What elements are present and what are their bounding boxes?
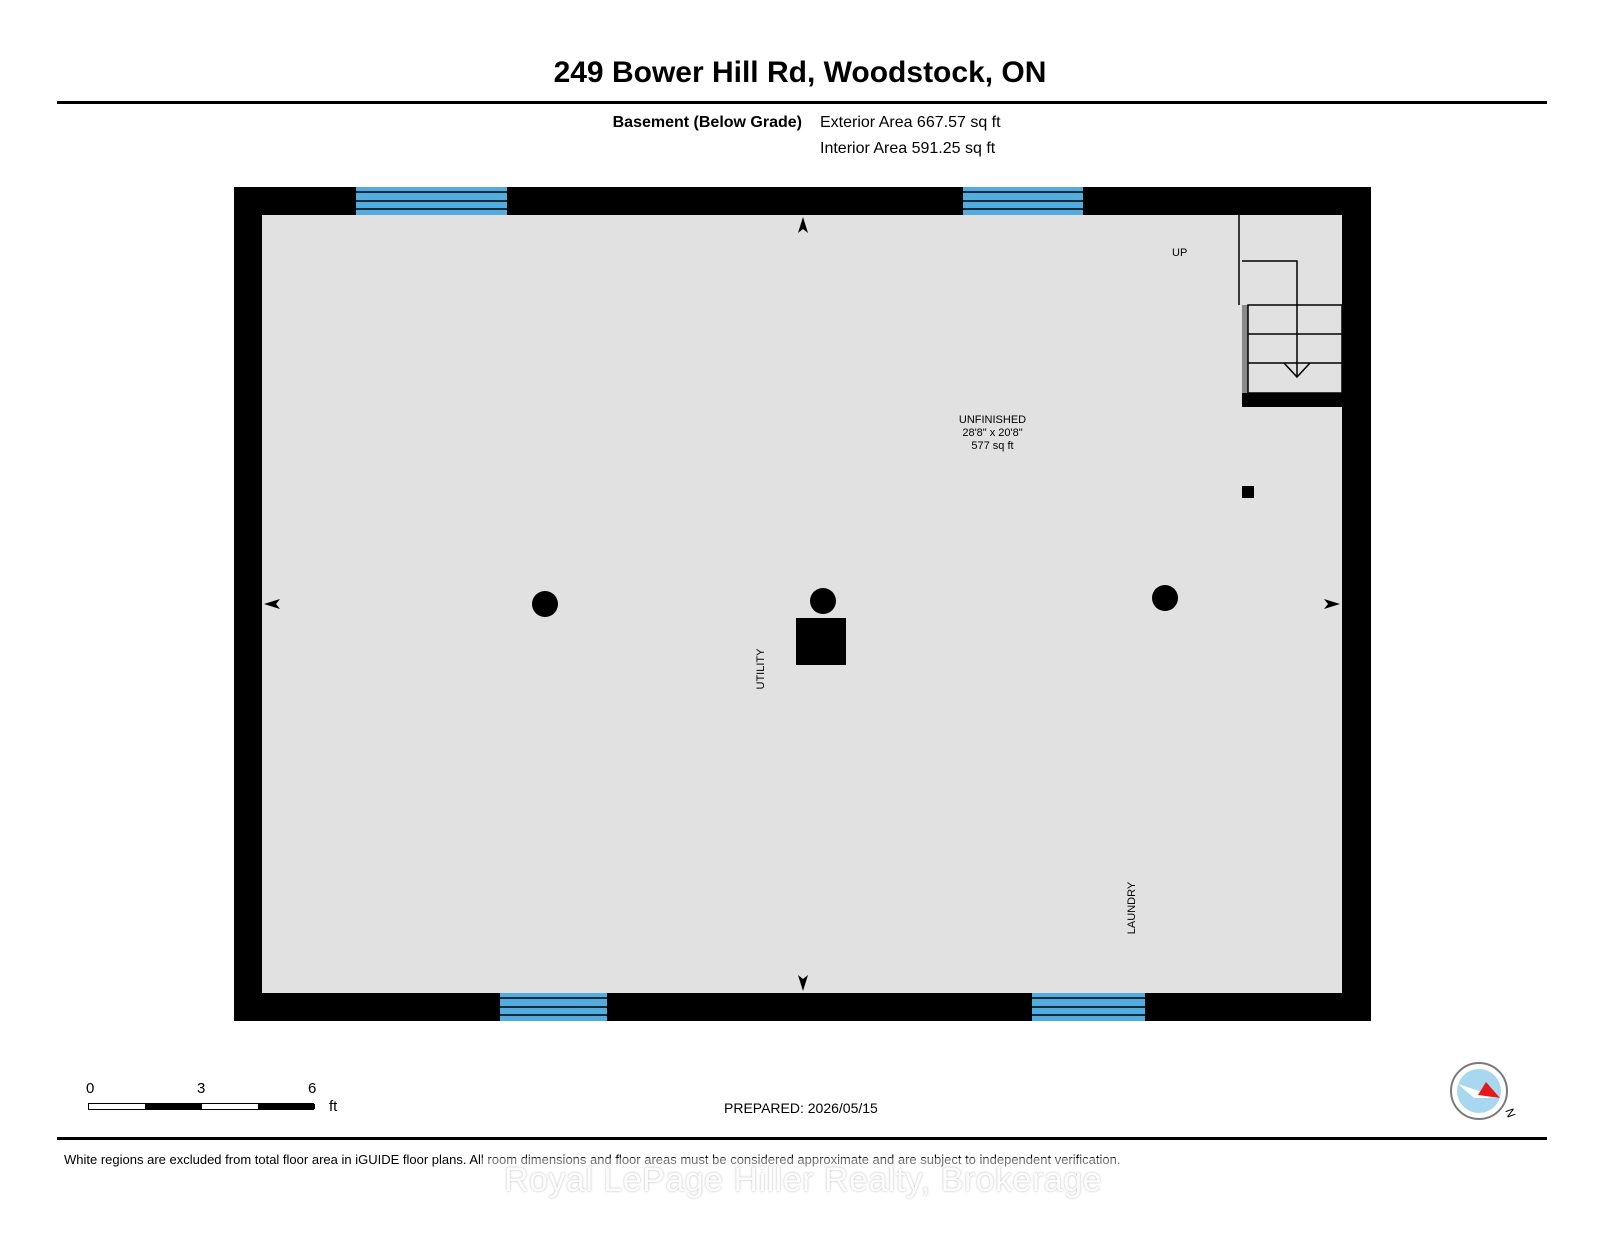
scale-tick-3: 3 <box>197 1080 206 1097</box>
utility-label: UTILITY <box>755 648 767 690</box>
scale-tick-6: 6 <box>308 1080 317 1097</box>
staircase <box>1238 215 1343 407</box>
prepared-date: PREPARED: 2026/05/15 <box>724 1100 878 1116</box>
room-label: UNFINISHED 28'8" x 20'8" 577 sq ft <box>880 414 1105 453</box>
window-bottom-right <box>1032 993 1145 1021</box>
arrow-marker-left <box>264 599 280 609</box>
exterior-area: Exterior Area 667.57 sq ft <box>820 114 1001 131</box>
support-post-right <box>1152 585 1178 611</box>
window-top-right <box>963 187 1083 215</box>
scale-tick-0: 0 <box>86 1080 95 1097</box>
small-post <box>1242 486 1254 498</box>
footer-divider <box>57 1137 1547 1140</box>
scale-segment <box>145 1104 202 1109</box>
scale-bar: 0 3 6 ft <box>86 1078 356 1123</box>
scale-bar-track <box>88 1103 315 1110</box>
window-top-left <box>356 187 507 215</box>
interior-area: Interior Area 591.25 sq ft <box>820 140 996 157</box>
utility-fixture <box>796 618 846 665</box>
scale-segment <box>258 1104 315 1109</box>
arrow-marker-bottom <box>798 975 808 991</box>
stairs-label: UP <box>1172 247 1188 259</box>
support-post-center <box>810 588 836 614</box>
room-area: 577 sq ft <box>971 440 1014 452</box>
room-dimensions: 28'8" x 20'8" <box>962 427 1023 439</box>
watermark: Royal LePage Hiller Realty, Brokerage <box>480 1158 1126 1202</box>
floor-label: Basement (Below Grade) <box>612 114 802 131</box>
disclaimer: White regions are excluded from total fl… <box>64 1152 1121 1167</box>
arrow-marker-top <box>798 217 808 233</box>
compass: N <box>1450 1062 1520 1132</box>
header-divider <box>57 101 1547 104</box>
support-post-left <box>532 591 558 617</box>
laundry-label: LAUNDRY <box>1126 881 1138 935</box>
floor-plan <box>234 187 1371 1021</box>
scale-unit: ft <box>329 1098 338 1115</box>
room-name: UNFINISHED <box>958 414 1027 426</box>
window-bottom-left <box>500 993 607 1021</box>
page-title: 249 Bower Hill Rd, Woodstock, ON <box>553 56 1047 89</box>
arrow-marker-right <box>1324 599 1340 609</box>
compass-icon <box>1450 1062 1508 1120</box>
floor-area <box>262 215 1342 993</box>
